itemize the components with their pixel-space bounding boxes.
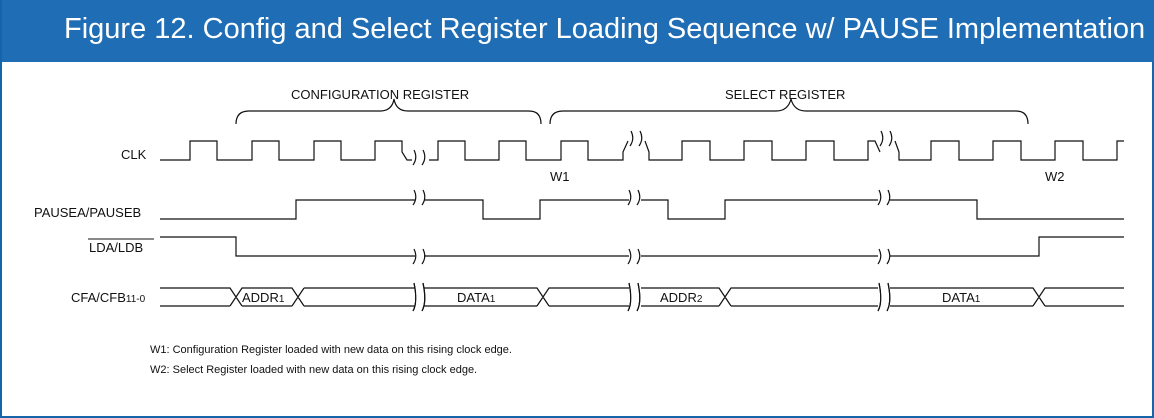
note-w1: W1: Configuration Register loaded with n… — [150, 344, 512, 356]
config-register-brace — [235, 98, 542, 125]
w1-marker: W1 — [550, 169, 570, 184]
figure-title: Figure 12. Config and Select Register Lo… — [64, 13, 1146, 45]
lda-break — [627, 248, 641, 265]
note-w2: W2: Select Register loaded with new data… — [150, 364, 478, 376]
bus-addr2-label: ADDR2 — [660, 290, 703, 305]
cfa-label-sub: 11-0 — [126, 294, 146, 305]
pause-break — [627, 189, 641, 206]
pause-break — [412, 189, 426, 206]
select-register-brace — [549, 98, 1029, 125]
lda-waveform — [160, 236, 1124, 257]
pause-waveform — [160, 199, 1124, 220]
clk-break — [879, 130, 893, 147]
bus-addr1-label: ADDR1 — [242, 290, 285, 305]
clk-break — [412, 149, 426, 166]
w2-marker: W2 — [1045, 169, 1065, 184]
lda-break — [877, 248, 891, 265]
lda-break — [412, 248, 426, 265]
bus-data1b-label: DATA1 — [942, 290, 981, 305]
title-bar: Figure 12. Config and Select Register Lo… — [2, 0, 1154, 62]
clk-waveform — [160, 140, 1124, 161]
bus-waveform — [160, 287, 1124, 307]
clk-label: CLK — [121, 147, 147, 162]
pause-label: PAUSEA/PAUSEB — [34, 205, 141, 220]
clk-break — [629, 130, 643, 147]
pause-break — [877, 189, 891, 206]
lda-label: LDA/LDB — [89, 240, 143, 255]
cfa-label-main: CFA/CFB — [71, 290, 126, 305]
bus-data1-label: DATA1 — [457, 290, 496, 305]
config-register-label: CONFIGURATION REGISTER — [291, 87, 469, 102]
select-register-label: SELECT REGISTER — [725, 87, 845, 102]
cfa-label: CFA/CFB11-0 — [71, 290, 146, 305]
